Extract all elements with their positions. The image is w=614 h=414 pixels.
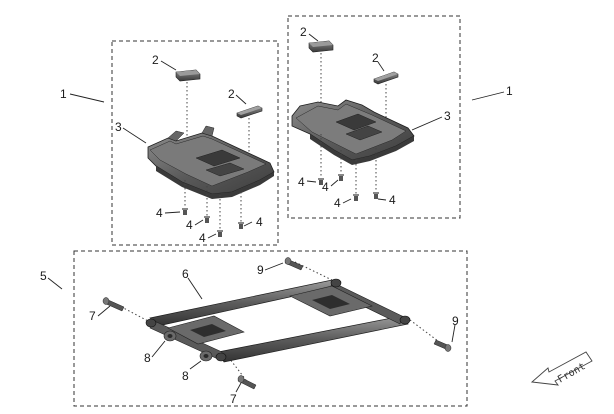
frame-assembly <box>102 257 452 390</box>
callout-9-top: 9 <box>257 263 264 277</box>
right-plate-part <box>291 99 415 165</box>
callout-4: 4 <box>256 215 263 229</box>
callout-2-right-strip: 2 <box>372 51 379 65</box>
front-direction-arrow: Front <box>530 351 593 386</box>
group-box-right-plate <box>287 15 461 219</box>
callout-2-left-pad: 2 <box>152 53 159 67</box>
left-plate-part <box>147 125 275 199</box>
bolt-part <box>433 339 452 352</box>
rubber-strip-part <box>373 71 399 85</box>
screw-part <box>182 208 188 215</box>
callout-4: 4 <box>389 193 396 207</box>
screw-part <box>318 178 324 185</box>
left-plate-assembly <box>147 69 275 237</box>
bolt-part <box>284 257 304 271</box>
callout-1-right: 1 <box>506 84 513 98</box>
frame-part <box>145 278 411 363</box>
rubber-pad-part <box>308 40 334 53</box>
callout-6: 6 <box>182 267 189 281</box>
callout-4: 4 <box>199 231 206 245</box>
callout-4: 4 <box>156 206 163 220</box>
nut-part <box>199 350 213 362</box>
leader-lines <box>47 33 505 393</box>
callout-3-left: 3 <box>115 120 122 134</box>
callout-4: 4 <box>334 196 341 210</box>
callout-9-right: 9 <box>452 314 459 328</box>
screw-part <box>217 230 223 237</box>
callout-8-left: 8 <box>144 351 151 365</box>
callout-2-right-pad: 2 <box>300 25 307 39</box>
callout-5: 5 <box>40 269 47 283</box>
callout-7-bottom: 7 <box>230 392 237 406</box>
rubber-strip-part <box>236 105 263 119</box>
screw-part <box>353 194 359 201</box>
callout-2-left-strip: 2 <box>228 87 235 101</box>
right-plate-assembly <box>291 40 415 201</box>
callout-1-left: 1 <box>60 87 67 101</box>
callout-3-right: 3 <box>444 109 451 123</box>
nut-part <box>163 330 177 342</box>
callout-4: 4 <box>186 218 193 232</box>
rubber-pad-part <box>175 69 201 82</box>
screw-part <box>238 222 244 229</box>
group-box-left-plate <box>111 40 279 246</box>
callout-7-left: 7 <box>89 309 96 323</box>
screw-part <box>204 216 210 223</box>
screw-part <box>338 174 344 181</box>
group-box-frame <box>73 250 468 407</box>
bolt-part <box>237 375 257 390</box>
callout-8-bottom: 8 <box>182 369 189 383</box>
bolt-part <box>102 297 125 312</box>
callout-4: 4 <box>322 180 329 194</box>
callout-4: 4 <box>298 175 305 189</box>
front-label: Front <box>556 361 588 386</box>
screw-part <box>373 192 379 199</box>
